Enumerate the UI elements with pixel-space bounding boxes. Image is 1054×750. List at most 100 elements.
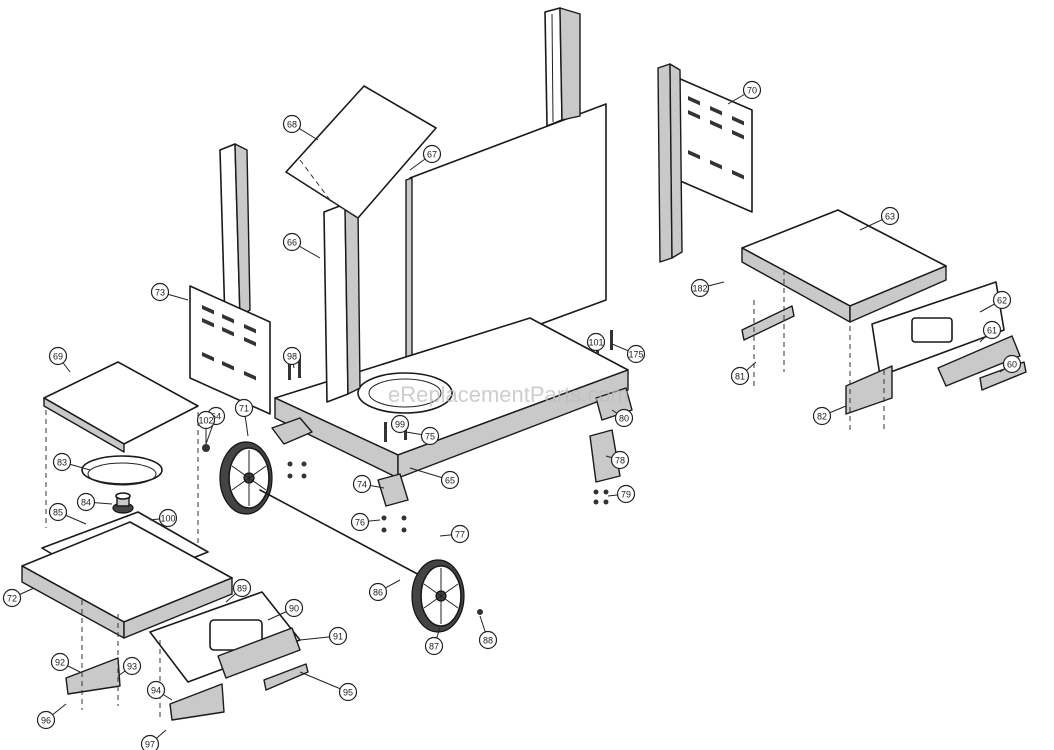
callout-bubble: [232, 578, 252, 598]
burner-head: [112, 492, 134, 514]
callout-label: 82: [817, 412, 827, 422]
callout-label: 100: [160, 514, 175, 524]
rear-right-post: [544, 7, 581, 127]
right-wheel: [411, 559, 465, 633]
callout-bubble: [150, 282, 170, 302]
callout-label: 86: [373, 588, 383, 598]
callout-65: 65: [409, 467, 460, 490]
burner-grate: [81, 455, 163, 486]
callout-bubble: [478, 630, 498, 650]
side-shelf-frame: [21, 521, 309, 721]
callout-61: 61: [979, 320, 1002, 343]
callout-label: 175: [628, 350, 643, 360]
callout-label: 63: [885, 212, 895, 222]
callout-67: 67: [409, 144, 442, 171]
callout-label: 78: [615, 456, 625, 466]
callout-label: 99: [395, 420, 405, 430]
callout-92: 92: [50, 652, 81, 673]
callout-bubble: [992, 290, 1012, 310]
callout-label: 80: [619, 414, 629, 424]
callout-bubble: [158, 508, 178, 528]
callout-68: 68: [282, 114, 319, 141]
callout-89: 89: [225, 578, 252, 603]
callout-bubble: [146, 680, 166, 700]
callout-bubble: [76, 492, 96, 512]
callout-76: 76: [350, 512, 381, 532]
callout-100: 100: [149, 508, 178, 528]
callout-label: 69: [53, 352, 63, 362]
callout-bubble: [982, 320, 1002, 340]
callout-69: 69: [48, 346, 71, 373]
caster-left: [271, 417, 313, 445]
callout-label: 81: [735, 372, 745, 382]
callout-86: 86: [368, 579, 401, 602]
callout-label: 74: [357, 480, 367, 490]
callout-82: 82: [812, 405, 847, 426]
callout-label: 75: [425, 432, 435, 442]
rear-left-post: [219, 143, 251, 323]
callout-label: 67: [427, 150, 437, 160]
callout-81: 81: [730, 361, 757, 386]
callout-bubble: [140, 734, 160, 750]
callout-101: 101: [586, 332, 606, 352]
callout-bubble: [880, 206, 900, 226]
callout-88: 88: [478, 615, 498, 650]
callout-bubble: [52, 452, 72, 472]
callout-bubble: [610, 450, 630, 470]
callout-98: 98: [282, 346, 302, 369]
callout-label: 66: [287, 238, 297, 248]
callout-label: 60: [1007, 360, 1017, 370]
callout-bubble: [690, 278, 710, 298]
callout-label: 97: [145, 740, 155, 750]
callout-label: 90: [289, 604, 299, 614]
callout-bubble: [350, 512, 370, 532]
callout-90: 90: [267, 598, 304, 621]
axle: [259, 489, 441, 587]
callout-62: 62: [979, 290, 1012, 313]
callout-77: 77: [439, 524, 470, 544]
callout-bubble: [730, 366, 750, 386]
callout-bubble: [812, 406, 832, 426]
callout-bubble: [338, 682, 358, 702]
callout-bubble: [1002, 354, 1022, 374]
right-side-plate: [657, 63, 753, 263]
callout-label: 89: [237, 584, 247, 594]
callout-bubble: [36, 710, 56, 730]
callout-bubble: [2, 588, 22, 608]
callout-bubble: [282, 114, 302, 134]
callout-label: 84: [81, 498, 91, 508]
callout-bubble: [352, 474, 372, 494]
callout-label: 96: [41, 716, 51, 726]
callout-94: 94: [146, 680, 173, 701]
callout-bubble: [50, 652, 70, 672]
callout-label: 65: [445, 476, 455, 486]
callout-bubble: [390, 414, 410, 434]
front-left-post: [323, 203, 361, 403]
callout-label: 68: [287, 120, 297, 130]
callout-bubble: [122, 656, 142, 676]
callout-60: 60: [999, 354, 1022, 374]
left-side-plate: [189, 285, 271, 415]
callout-label: 70: [747, 86, 757, 96]
shelf-panel: [285, 85, 437, 219]
callout-label: 88: [483, 636, 493, 646]
callout-label: 61: [987, 326, 997, 336]
callout-78: 78: [605, 450, 630, 470]
callouts: 6867706673175696564636261601828182838485…: [2, 80, 1022, 750]
bolts: [202, 330, 613, 615]
callout-bubble: [234, 398, 254, 418]
callout-93: 93: [117, 656, 142, 677]
callout-95: 95: [299, 671, 358, 702]
callout-96: 96: [36, 703, 67, 730]
callout-bubble: [282, 232, 302, 252]
callout-label: 64: [211, 412, 221, 422]
callout-label: 73: [155, 288, 165, 298]
caster-mid: [377, 473, 409, 507]
callout-70: 70: [727, 80, 762, 105]
callout-63: 63: [859, 206, 900, 231]
back-panel: [405, 103, 607, 377]
callout-label: 76: [355, 518, 365, 528]
callout-bubble: [420, 426, 440, 446]
callout-91: 91: [299, 626, 348, 646]
